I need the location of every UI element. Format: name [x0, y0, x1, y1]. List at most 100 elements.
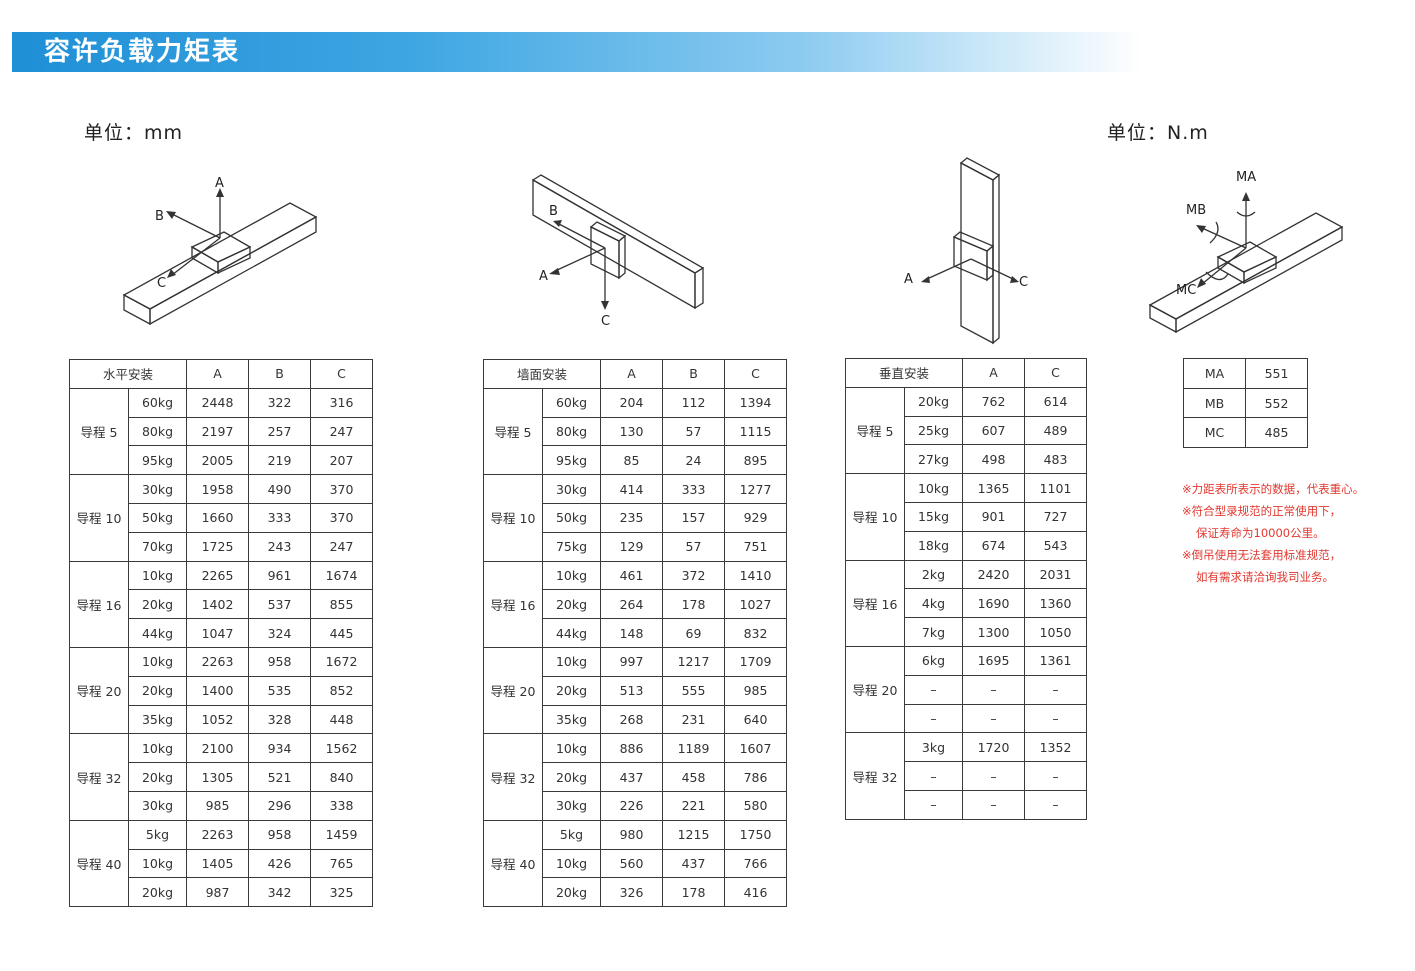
value-cell: 247 [310, 416, 373, 447]
value-cell: 674 [962, 530, 1025, 561]
moment-label-mb: MB [1186, 203, 1206, 218]
value-cell: 985 [186, 790, 249, 821]
value-cell: 1672 [310, 646, 373, 677]
lead-label: 导程 32 [69, 733, 129, 821]
value-cell: 257 [248, 416, 311, 447]
load-cell: 15kg [904, 501, 963, 532]
value-cell: 852 [310, 675, 373, 706]
lead-label: 导程 40 [483, 819, 543, 908]
value-cell: 324 [248, 618, 311, 648]
value-cell: 207 [310, 445, 373, 476]
value-cell: 461 [600, 560, 663, 591]
value-cell: 322 [248, 387, 311, 418]
load-cell: 95kg [542, 445, 601, 476]
load-cell: 20kg [904, 386, 963, 417]
value-cell: 2420 [962, 559, 1025, 590]
value-cell: 766 [724, 848, 787, 879]
vertical-mount-diagram: A C [895, 155, 1045, 350]
value-cell: 1352 [1024, 732, 1087, 763]
value-cell: 204 [600, 387, 663, 418]
note-line: ※倒吊使用无法套用标准规范， [1182, 548, 1342, 562]
lead-label: 导程 32 [483, 733, 543, 821]
value-cell: 560 [600, 848, 663, 879]
axis-label-c: C [157, 276, 166, 291]
value-cell: 895 [724, 445, 787, 476]
value-cell: 226 [600, 790, 663, 821]
value-cell: 458 [662, 762, 725, 792]
value-cell: 1674 [310, 560, 373, 591]
value-cell: 1660 [186, 502, 249, 533]
load-cell: 20kg [542, 589, 601, 620]
column-header: C [724, 359, 787, 389]
column-header: B [662, 359, 725, 389]
lead-label: 导程 20 [845, 645, 905, 734]
note-line: 保证寿命为10000公里。 [1196, 526, 1325, 540]
load-cell: – [904, 703, 963, 734]
value-cell: 786 [724, 762, 787, 792]
value-cell: 1750 [724, 819, 787, 850]
value-cell: 325 [310, 877, 373, 908]
value-cell: 614 [1024, 386, 1087, 417]
load-cell: 10kg [542, 560, 601, 591]
value-cell: – [1024, 703, 1087, 734]
lead-label: 导程 16 [845, 559, 905, 647]
value-cell: 1410 [724, 560, 787, 591]
table-row: ––– [846, 703, 1087, 734]
load-cell: 20kg [128, 675, 187, 706]
value-cell: 521 [248, 762, 311, 792]
load-cell: 20kg [128, 762, 187, 792]
load-cell: 35kg [128, 704, 187, 735]
value-cell: 980 [600, 819, 663, 850]
value-cell: 57 [662, 416, 725, 447]
axis-label-c: C [601, 314, 610, 329]
load-cell: 30kg [542, 474, 601, 504]
load-cell: 20kg [542, 675, 601, 706]
value-cell: 1607 [724, 733, 787, 764]
value-cell: – [962, 703, 1025, 734]
column-header: A [186, 359, 249, 389]
value-cell: 235 [600, 502, 663, 533]
lead-label: 导程 40 [69, 819, 129, 908]
load-cell: 75kg [542, 531, 601, 562]
column-header: C [310, 359, 373, 389]
value-cell: 333 [662, 474, 725, 504]
value-cell: 483 [1024, 444, 1087, 475]
value-cell: 328 [248, 704, 311, 735]
load-cell: 5kg [542, 819, 601, 850]
value-cell: 958 [248, 646, 311, 677]
value-cell: 1725 [186, 531, 249, 562]
axis-label-a: A [904, 272, 913, 287]
horizontal-mount-diagram: A B C [110, 170, 330, 340]
value-cell: 498 [962, 444, 1025, 475]
load-cell: 80kg [542, 416, 601, 447]
column-header: B [248, 359, 311, 389]
axis-label-a: A [215, 176, 224, 191]
load-cell: 10kg [904, 473, 963, 503]
load-cell: 5kg [128, 819, 187, 850]
value-cell: 2263 [186, 646, 249, 677]
value-cell: 987 [186, 877, 249, 908]
load-cell: 80kg [128, 416, 187, 447]
value-cell: 490 [248, 474, 311, 504]
value-cell: 24 [662, 445, 725, 476]
value-cell: 57 [662, 531, 725, 562]
